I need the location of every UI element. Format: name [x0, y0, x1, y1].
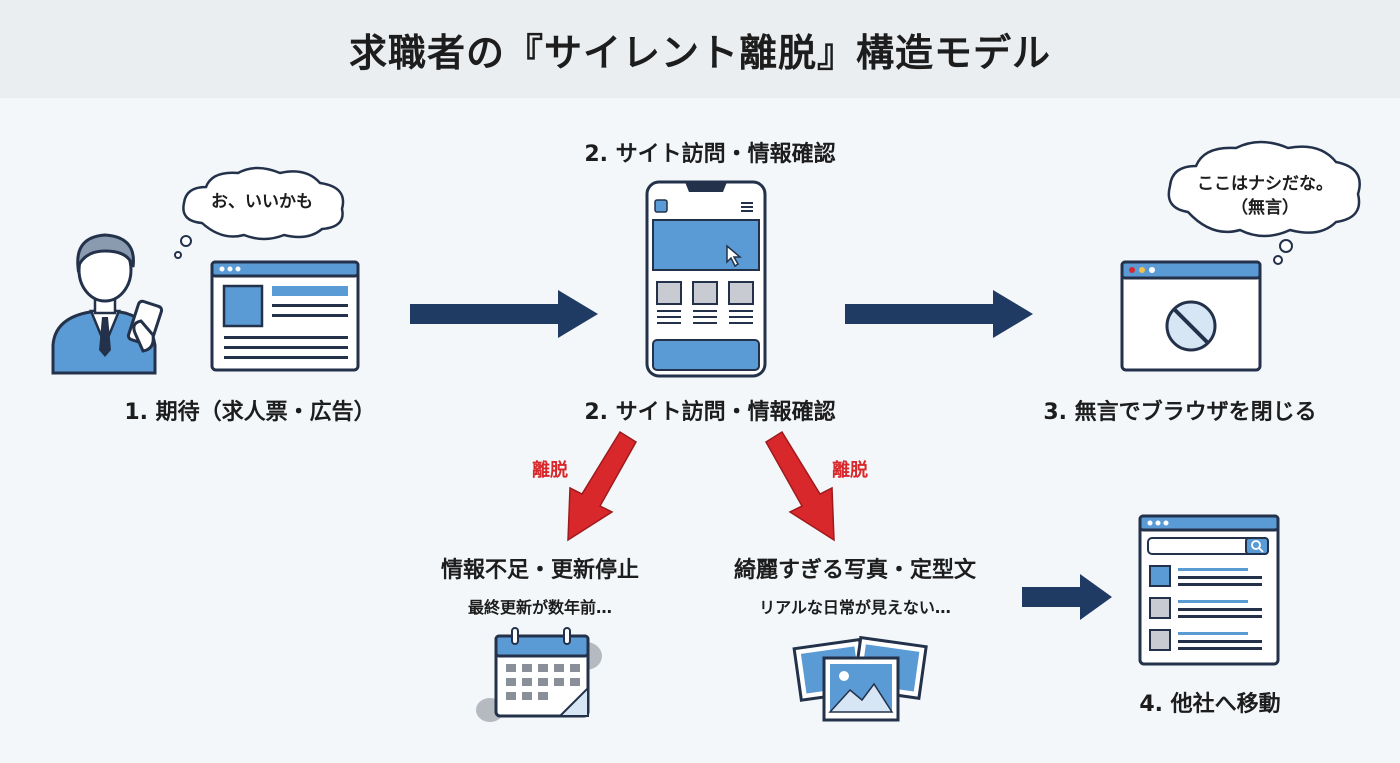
branch-1-tag: 離脱 [532, 460, 568, 481]
branch-2-tag: 離脱 [832, 460, 868, 481]
browser-window-icon [210, 260, 360, 372]
thought-bubble-close: ここはナシだな。 （無言） [1160, 138, 1370, 268]
thought-bubble-expectation: お、いいかも [172, 165, 352, 265]
person-with-phone-icon [51, 233, 164, 375]
step-3-label: 3. 無言でブラウザを閉じる [1043, 400, 1317, 425]
search-results-icon [1138, 514, 1280, 666]
flow-arrow-2 [845, 290, 1033, 338]
thought-text-expectation: お、いいかも [211, 192, 313, 212]
branch-1-subtitle: 最終更新が数年前… [467, 598, 612, 617]
thought-text-close-1: ここはナシだな。 [1197, 174, 1333, 194]
flow-arrow-3 [1022, 574, 1112, 620]
thought-text-close-2: （無言） [1231, 198, 1299, 218]
branch-1-title: 情報不足・更新停止 [440, 558, 639, 583]
branch-2-title: 綺麗すぎる写真・定型文 [733, 558, 976, 583]
calendar-icon [476, 627, 602, 722]
exit-arrow-right [764, 430, 835, 542]
header-band [0, 0, 1400, 98]
page-title: 求職者の『サイレント離脱』構造モデル [348, 31, 1051, 75]
flow-arrow-1 [410, 290, 598, 338]
step-1-label: 1. 期待（求人票・広告） [124, 400, 376, 425]
prohibited-icon [1165, 300, 1217, 352]
exit-arrow-left [567, 430, 638, 542]
step-4-label: 4. 他社へ移動 [1139, 692, 1281, 717]
smartphone-icon [645, 180, 767, 378]
step-2-top-label: 2. サイト訪問・情報確認 [584, 142, 836, 167]
closed-browser-icon [1120, 260, 1262, 372]
step-2-bottom-label: 2. サイト訪問・情報確認 [584, 400, 836, 425]
branch-2-subtitle: リアルな日常が見えない… [759, 598, 951, 617]
photos-icon [792, 635, 928, 722]
